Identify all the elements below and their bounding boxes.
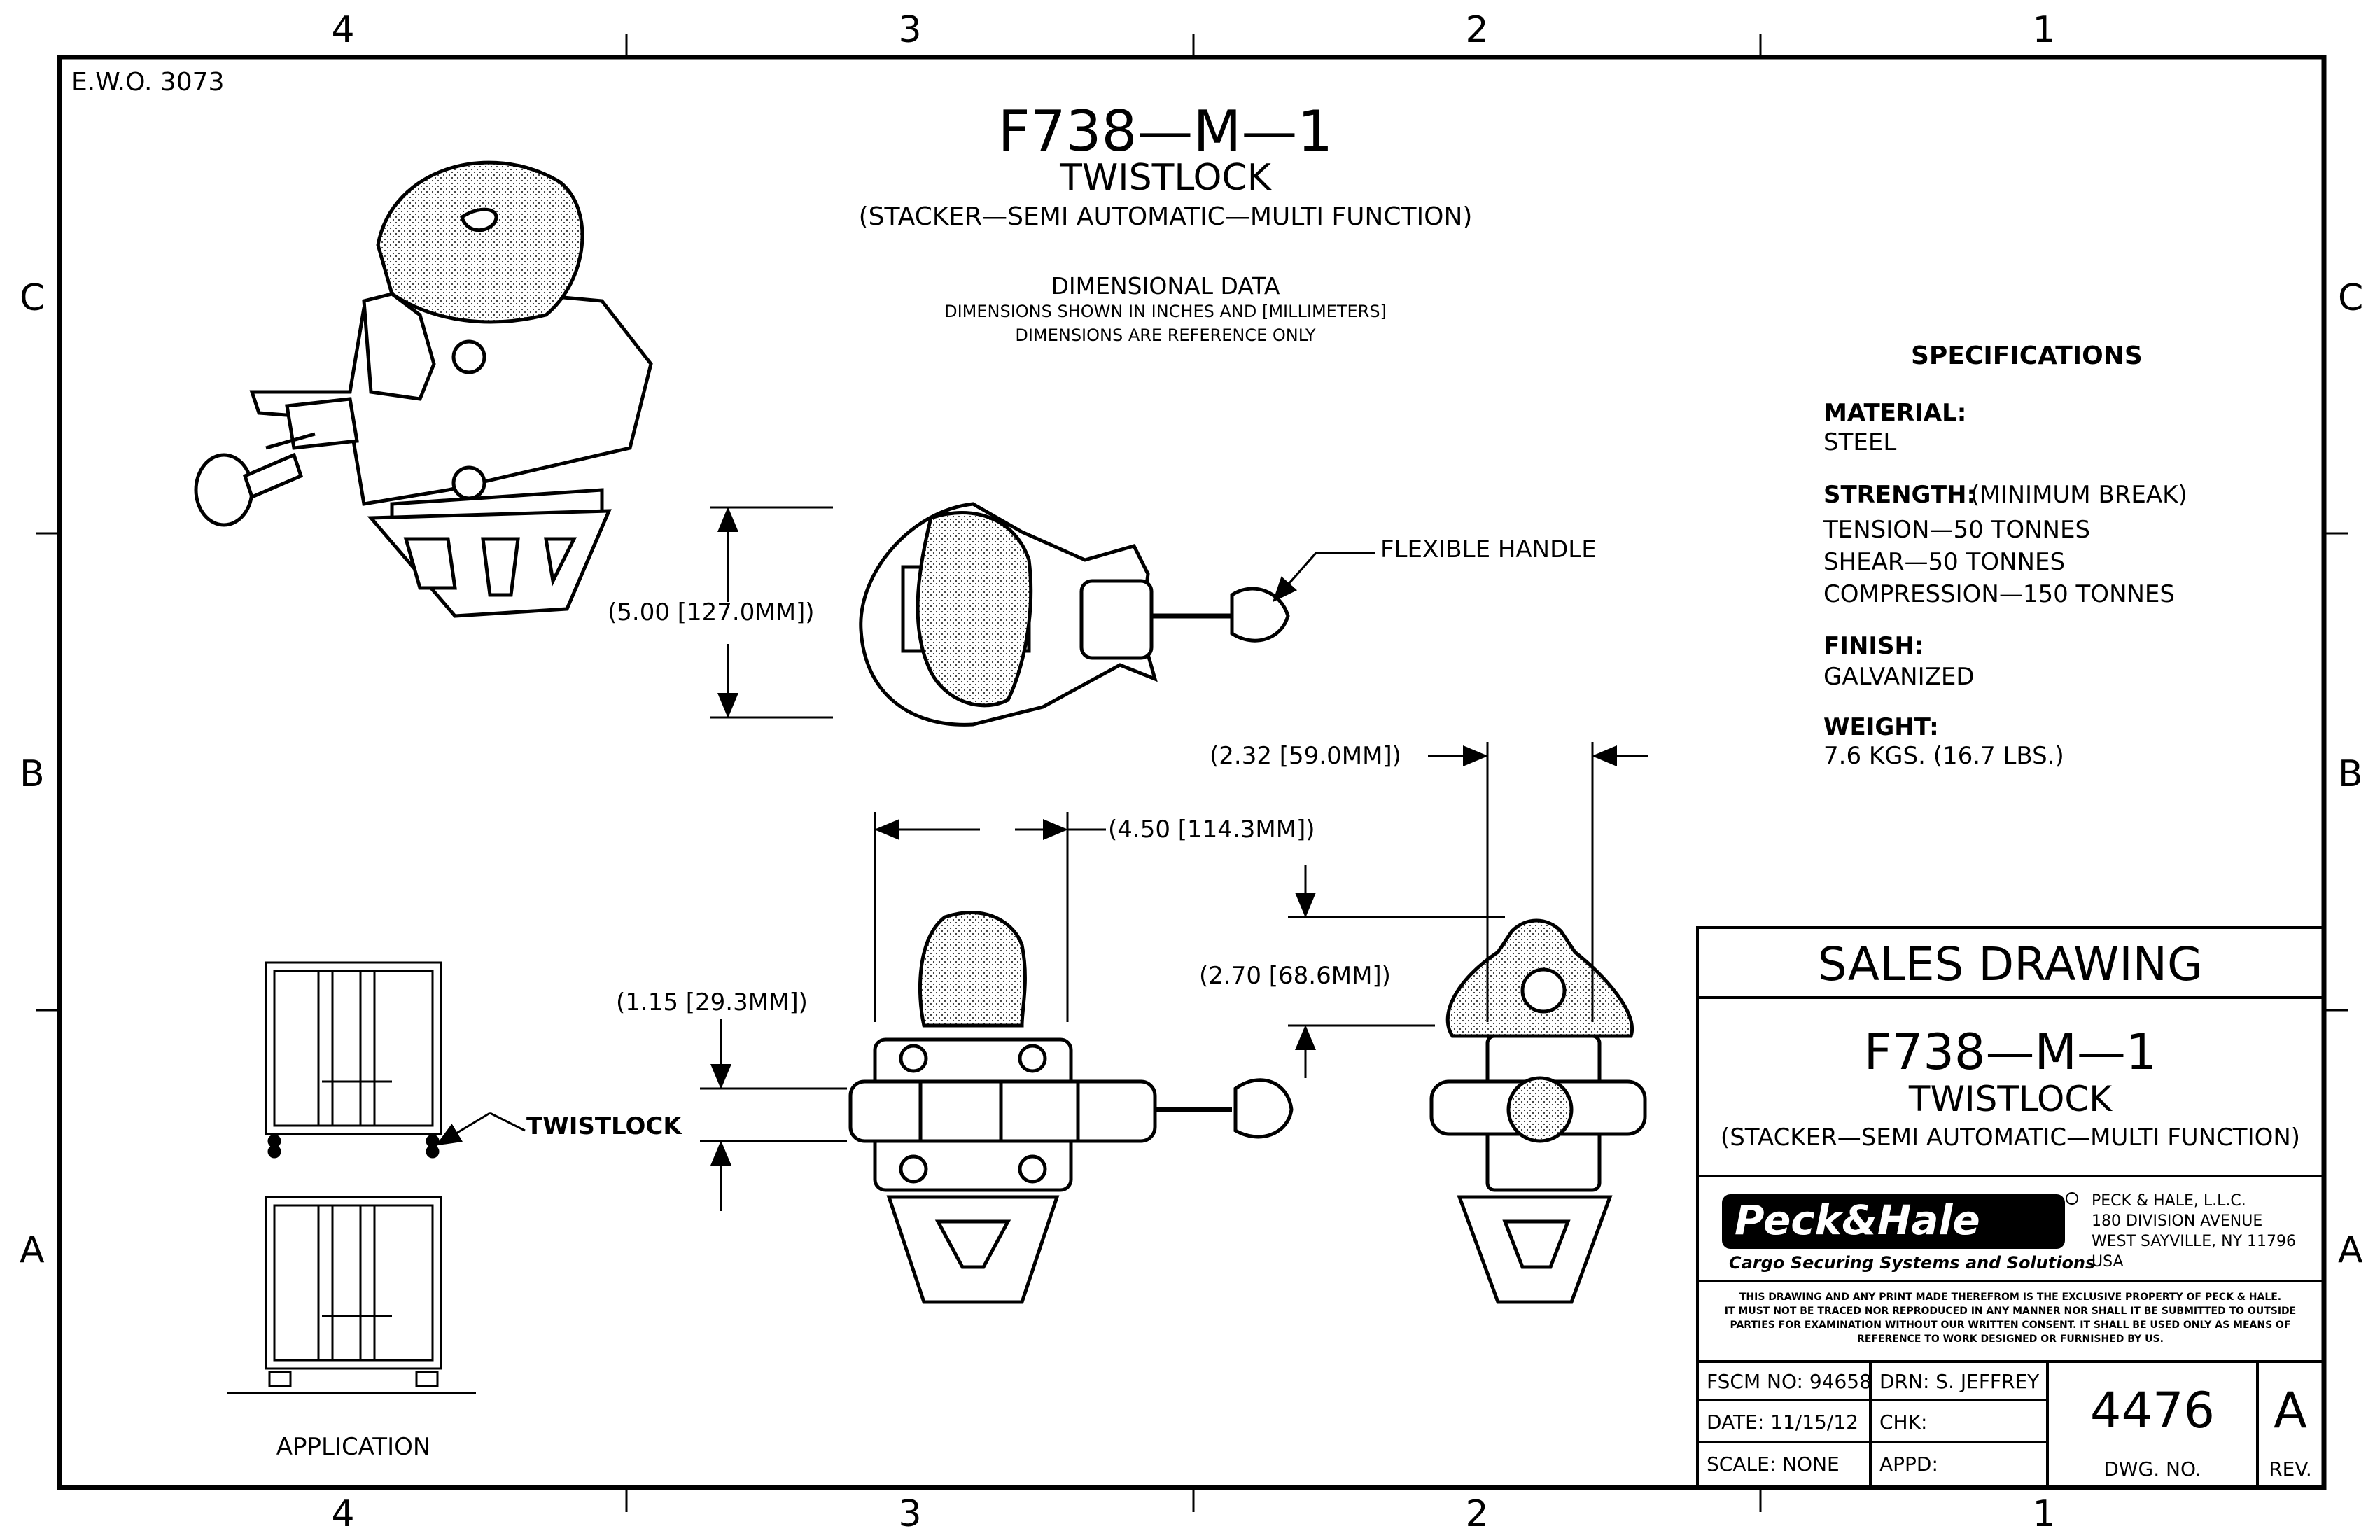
zone-column-label: 1 <box>2032 1493 2056 1535</box>
sales-drawing-label: SALES DRAWING <box>1817 937 2204 991</box>
dim-overall-height: (5.00 [127.0MM]) <box>608 598 815 626</box>
side-view-twistlock <box>1429 918 1647 1304</box>
checked-by: CHK: <box>1879 1410 1928 1434</box>
part-name-title: TWISTLOCK <box>1060 157 1271 199</box>
dimension-lines <box>435 506 1648 1211</box>
drawing-number: 4476 <box>2090 1382 2216 1439</box>
zone-ticks <box>36 34 2348 1512</box>
finish-value: GALVANIZED <box>1823 663 1975 691</box>
part-description: (STACKER—SEMI AUTOMATIC—MULTI FUNCTION) <box>858 202 1473 231</box>
drawing-number-label: DWG. NO. <box>2104 1457 2202 1480</box>
property-notice-line: IT MUST NOT BE TRACED NOR REPRODUCED IN … <box>1724 1306 2297 1317</box>
title-block-lines <box>1696 926 2325 1489</box>
dimension-units-note: DIMENSIONS SHOWN IN INCHES AND [MILLIMET… <box>944 302 1387 321</box>
strength-label: STRENGTH: <box>1823 481 1977 509</box>
drawn-by: DRN: S. JEFFREY <box>1879 1370 2040 1393</box>
strength-tension: TENSION—50 TONNES <box>1823 516 2091 544</box>
specifications-title: SPECIFICATIONS <box>1911 342 2143 370</box>
flexible-handle-callout: FLEXIBLE HANDLE <box>1380 536 1597 564</box>
material-value: STEEL <box>1823 428 1897 456</box>
dimension-reference-note: DIMENSIONS ARE REFERENCE ONLY <box>1015 326 1316 345</box>
dim-side-width: (2.32 [59.0MM]) <box>1210 742 1401 770</box>
zone-column-label: 2 <box>1465 9 1489 51</box>
iso-view-twistlock <box>194 160 653 618</box>
company-name: PECK & HALE, L.L.C. <box>2092 1192 2246 1210</box>
fscm-number: FSCM NO: 94658 <box>1707 1370 1872 1393</box>
drawing-date: DATE: 11/15/12 <box>1707 1410 1858 1434</box>
weight-value: 7.6 KGS. (16.7 LBS.) <box>1823 742 2064 770</box>
company-city: WEST SAYVILLE, NY 11796 <box>2092 1233 2297 1250</box>
top-view-twistlock <box>859 502 1290 727</box>
part-number-title: F738—M—1 <box>997 99 1334 164</box>
zone-column-label: 3 <box>898 1493 922 1535</box>
finish-label: FINISH: <box>1823 632 1924 660</box>
title-block-part-name: TWISTLOCK <box>1908 1079 2113 1119</box>
title-block-description: (STACKER—SEMI AUTOMATIC—MULTI FUNCTION) <box>1720 1124 2301 1152</box>
application-caption: APPLICATION <box>276 1433 431 1461</box>
twistlock-callout: TWISTLOCK <box>526 1112 682 1140</box>
dim-cone-height: (2.70 [68.6MM]) <box>1199 962 1391 990</box>
zone-column-label: 2 <box>1465 1493 1489 1535</box>
title-block-part-number: F738—M—1 <box>1863 1023 2157 1081</box>
revision-label: REV. <box>2269 1457 2312 1480</box>
property-notice-line: REFERENCE TO WORK DESIGNED OR FURNISHED … <box>1857 1334 2164 1345</box>
zone-row-label: A <box>2338 1229 2363 1271</box>
company-country: USA <box>2092 1253 2124 1270</box>
company-logo-text: Peck&Hale <box>1735 1196 1980 1244</box>
zone-row-label: B <box>20 753 45 795</box>
company-tagline: Cargo Securing Systems and Solutions <box>1729 1253 2096 1273</box>
zone-row-label: B <box>2338 753 2363 795</box>
property-notice-line: THIS DRAWING AND ANY PRINT MADE THEREFRO… <box>1739 1292 2282 1303</box>
zone-column-label: 3 <box>898 9 922 51</box>
drawing-scale: SCALE: NONE <box>1707 1452 1840 1476</box>
zone-column-label: 4 <box>331 1493 355 1535</box>
front-view-twistlock <box>848 911 1294 1304</box>
strength-shear: SHEAR—50 TONNES <box>1823 548 2066 576</box>
zone-column-label: 1 <box>2032 9 2056 51</box>
material-label: MATERIAL: <box>1823 399 1967 427</box>
zone-column-label: 4 <box>331 9 355 51</box>
sheet-border <box>57 55 2327 1490</box>
dimensional-data-title: DIMENSIONAL DATA <box>1051 272 1280 300</box>
zone-row-label: C <box>20 277 46 319</box>
property-notice-line: PARTIES FOR EXAMINATION WITHOUT OUR WRIT… <box>1730 1320 2291 1331</box>
strength-note: (MINIMUM BREAK) <box>1970 481 2188 509</box>
zone-row-label: C <box>2338 277 2364 319</box>
ewo-number: E.W.O. 3073 <box>71 68 225 97</box>
application-stacked-containers <box>227 961 476 1394</box>
zone-row-label: A <box>20 1229 45 1271</box>
approved-by: APPD: <box>1879 1452 1938 1476</box>
dim-front-width: (4.50 [114.3MM]) <box>1108 816 1315 844</box>
dim-body-height: (1.15 [29.3MM]) <box>616 988 808 1016</box>
weight-label: WEIGHT: <box>1823 713 1939 741</box>
company-street: 180 DIVISION AVENUE <box>2092 1212 2263 1230</box>
revision-letter: A <box>2274 1382 2307 1439</box>
peck-hale-logo <box>1722 1192 2078 1249</box>
strength-compression: COMPRESSION—150 TONNES <box>1823 580 2175 608</box>
